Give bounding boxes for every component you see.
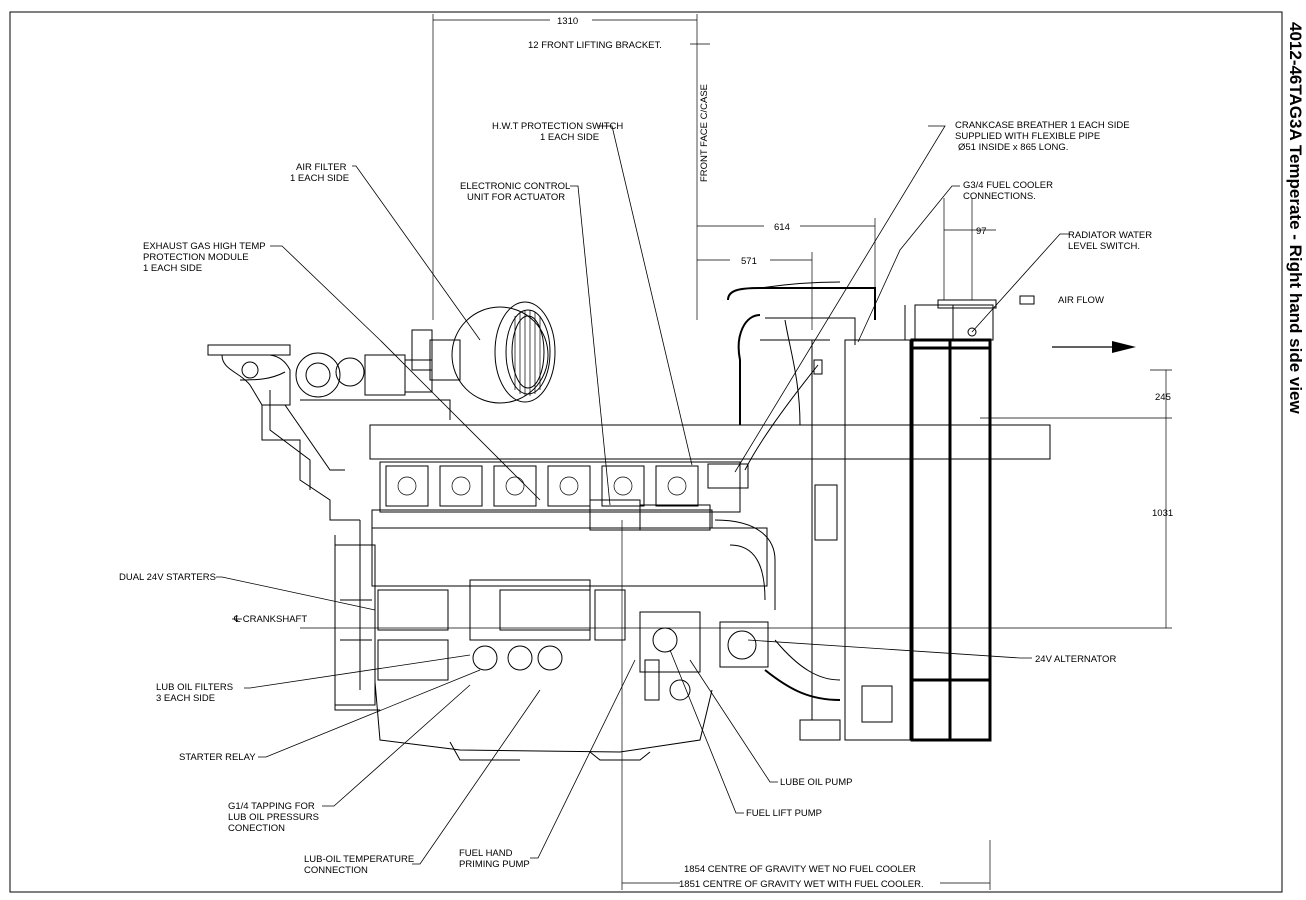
- label-breather: CRANKCASE BREATHER 1 EACH SIDE: [955, 120, 1130, 131]
- label-hwt-switch: H.W.T PROTECTION SWITCH: [492, 121, 623, 132]
- dim-614: 614: [774, 222, 790, 233]
- label-radiator-switch: RADIATOR WATER: [1068, 230, 1152, 241]
- label-lub-temp: LUB-OIL TEMPERATURE: [304, 854, 414, 865]
- label-cog-1: 1854 CENTRE OF GRAVITY WET NO FUEL COOLE…: [684, 864, 916, 875]
- label-fuel-lift-pump: FUEL LIFT PUMP: [746, 808, 822, 819]
- label-tapping-3: CONECTION: [228, 823, 285, 834]
- radiator: [844, 295, 1035, 742]
- engine-outline: [207, 281, 1051, 761]
- air-flow-arrowhead: [1112, 341, 1136, 353]
- label-cog-2: 1851 CENTRE OF GRAVITY WET WITH FUEL COO…: [679, 879, 924, 890]
- cylinder-heads: [379, 461, 741, 513]
- dim-1310: 1310: [557, 16, 578, 27]
- label-lube-pump: LUBE OIL PUMP: [780, 777, 853, 788]
- label-exhaust: EXHAUST GAS HIGH TEMP: [143, 241, 266, 252]
- label-alternator: 24V ALTERNATOR: [1035, 654, 1116, 665]
- label-ecu: ELECTRONIC CONTROL: [460, 181, 570, 192]
- label-fuel-hand: FUEL HAND: [459, 848, 513, 859]
- drawing-title: 4012-46TAG3A Temperate - Right hand side…: [1286, 22, 1305, 415]
- air-flow-label: AIR FLOW: [1058, 295, 1104, 306]
- label-front-lifting-bracket: 12 FRONT LIFTING BRACKET.: [528, 40, 662, 51]
- label-breather-3: Ø51 INSIDE x 865 LONG.: [958, 142, 1068, 153]
- label-starters: DUAL 24V STARTERS: [119, 572, 216, 583]
- label-lub-temp-2: CONNECTION: [304, 865, 368, 876]
- label-radiator-switch-2: LEVEL SWITCH.: [1068, 241, 1140, 252]
- label-exhaust-3: 1 EACH SIDE: [143, 263, 202, 274]
- label-air-filter-2: 1 EACH SIDE: [290, 173, 349, 184]
- dim-1031: 1031: [1152, 508, 1173, 519]
- label-tapping: G1/4 TAPPING FOR: [228, 801, 315, 812]
- leader-lines: [216, 125, 1070, 865]
- label-starter-relay: STARTER RELAY: [179, 752, 256, 763]
- label-fuel-cooler-2: CONNECTIONS.: [963, 191, 1036, 202]
- drawing-border: [9, 11, 1283, 893]
- label-front-face-case: FRONT FACE C/CASE: [699, 84, 710, 182]
- label-hwt-switch-2: 1 EACH SIDE: [540, 132, 599, 143]
- label-tapping-2: LUB OIL PRESSURS: [228, 812, 319, 823]
- dimension-lines: [300, 14, 1172, 890]
- label-ecu-2: UNIT FOR ACTUATOR: [467, 192, 565, 203]
- label-air-filter: AIR FILTER: [296, 162, 347, 173]
- label-lub-filters-2: 3 EACH SIDE: [156, 693, 215, 704]
- label-crankshaft: ℄ CRANKSHAFT: [233, 614, 307, 625]
- label-fuel-hand-2: PRIMING PUMP: [459, 859, 530, 870]
- label-exhaust-2: PROTECTION MODULE: [143, 252, 249, 263]
- label-breather-2: SUPPLIED WITH FLEXIBLE PIPE: [955, 131, 1100, 142]
- label-lub-filters: LUB OIL FILTERS: [156, 682, 233, 693]
- dim-97: 97: [976, 226, 987, 237]
- label-fuel-cooler: G3/4 FUEL COOLER: [963, 180, 1053, 191]
- dim-245: 245: [1155, 392, 1171, 403]
- dim-571: 571: [741, 256, 757, 267]
